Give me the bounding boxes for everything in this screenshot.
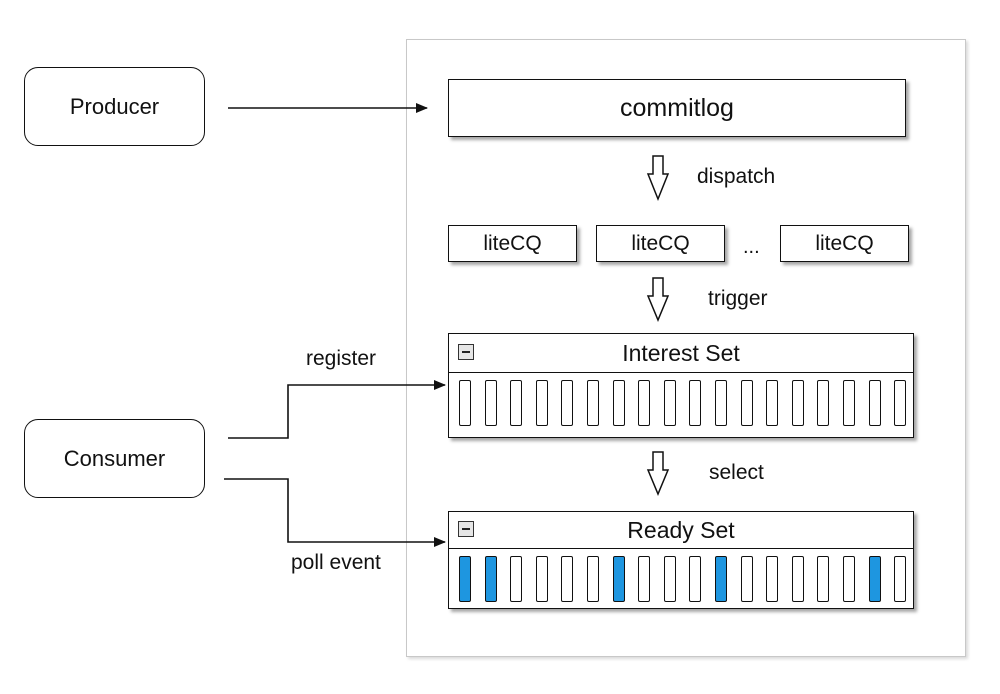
ready-set-slot-active — [715, 556, 727, 602]
dispatch-label: dispatch — [697, 165, 776, 188]
interest-set-slot — [612, 380, 625, 426]
ready-set-slots — [457, 556, 907, 604]
interest-set-slot — [587, 380, 599, 426]
ready-set-header: Ready Set — [449, 512, 913, 549]
interest-set-title: Interest Set — [622, 339, 740, 366]
poll-event-arrow — [224, 478, 446, 547]
register-arrow — [228, 380, 446, 439]
ready-set-panel: Ready Set — [448, 511, 914, 609]
interest-set-slot — [561, 380, 574, 426]
interest-set-slot — [817, 380, 830, 426]
trigger-arrow-icon — [646, 277, 670, 322]
ready-set-slot-active — [484, 556, 497, 602]
producer-label: Producer — [69, 93, 160, 119]
ready-set-slot — [663, 556, 676, 602]
litecq-box-2: liteCQ — [596, 225, 725, 262]
ready-set-title: Ready Set — [627, 516, 735, 543]
ready-set-slot — [791, 556, 804, 602]
litecq-label-2: liteCQ — [631, 231, 690, 255]
interest-set-slot — [510, 380, 523, 426]
interest-set-slot — [715, 380, 727, 426]
interest-set-slot — [638, 380, 651, 426]
litecq-ellipsis: ... — [743, 236, 760, 258]
consumer-label: Consumer — [63, 445, 166, 471]
interest-set-slot — [740, 380, 753, 426]
litecq-label-3: liteCQ — [815, 231, 874, 255]
ready-set-slot — [843, 556, 855, 602]
register-label: register — [306, 347, 377, 370]
interest-set-slot — [535, 380, 548, 426]
ready-set-slot — [587, 556, 599, 602]
litecq-box-3: liteCQ — [780, 225, 909, 262]
interest-set-slot — [843, 380, 855, 426]
ready-set-slot — [510, 556, 523, 602]
interest-set-slot — [459, 380, 471, 426]
interest-set-slot — [484, 380, 497, 426]
ready-set-slot — [561, 556, 574, 602]
poll-event-label: poll event — [291, 551, 381, 574]
ready-set-slot — [638, 556, 651, 602]
dispatch-arrow-icon — [646, 155, 670, 202]
interest-set-slots — [457, 380, 907, 428]
interest-set-panel: Interest Set — [448, 333, 914, 438]
interest-set-slot — [894, 380, 907, 426]
select-arrow-icon — [646, 451, 670, 496]
ready-set-slot — [766, 556, 779, 602]
commitlog-label: commitlog — [620, 93, 734, 122]
trigger-label: trigger — [708, 287, 768, 310]
collapse-icon[interactable] — [458, 344, 474, 360]
ready-set-slot — [740, 556, 753, 602]
interest-set-slot — [791, 380, 804, 426]
select-label: select — [709, 461, 764, 484]
ready-set-slot — [535, 556, 548, 602]
interest-set-slot — [663, 380, 676, 426]
collapse-icon[interactable] — [458, 521, 474, 537]
ready-set-slot — [894, 556, 907, 602]
ready-set-slot-active — [612, 556, 625, 602]
ready-set-slot — [817, 556, 830, 602]
commitlog-box: commitlog — [448, 79, 906, 137]
interest-set-slot — [868, 380, 881, 426]
producer-box: Producer — [24, 67, 205, 146]
ready-set-slot — [689, 556, 702, 602]
litecq-label-1: liteCQ — [483, 231, 542, 255]
interest-set-header: Interest Set — [449, 334, 913, 373]
interest-set-slot — [689, 380, 702, 426]
interest-set-slot — [766, 380, 779, 426]
litecq-box-1: liteCQ — [448, 225, 577, 262]
ready-set-slot-active — [459, 556, 471, 602]
consumer-box: Consumer — [24, 419, 205, 498]
ready-set-slot-active — [868, 556, 881, 602]
